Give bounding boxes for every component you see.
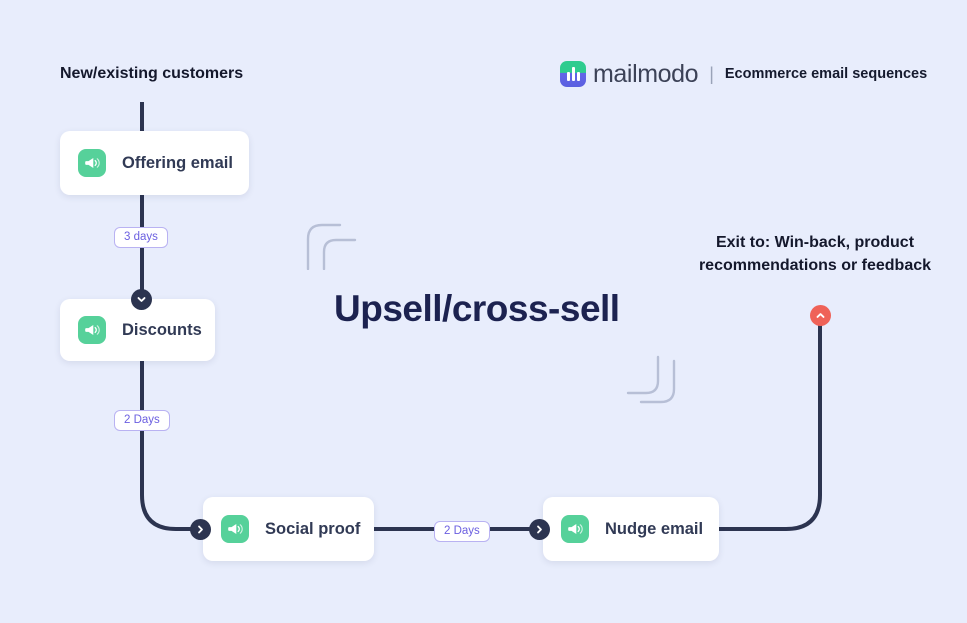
megaphone-icon <box>78 149 106 177</box>
megaphone-icon <box>221 515 249 543</box>
node-label: Nudge email <box>605 519 704 538</box>
decorative-arc-bottom-right <box>626 355 676 404</box>
chevron-right-icon[interactable] <box>529 519 550 540</box>
brand-tagline: Ecommerce email sequences <box>724 66 928 82</box>
node-label: Offering email <box>122 153 233 172</box>
wire-discounts-social <box>140 361 200 531</box>
megaphone-icon <box>78 316 106 344</box>
exit-label: Exit to: Win-back, product recommendatio… <box>698 234 932 274</box>
flow-title: Upsell/cross-sell <box>334 288 620 329</box>
node-nudge-email[interactable]: Nudge email <box>543 497 719 561</box>
node-social-proof[interactable]: Social proof <box>203 497 374 561</box>
megaphone-icon <box>561 515 589 543</box>
mailmodo-logo-icon <box>560 61 586 87</box>
delay-pill-2-days-social[interactable]: 2 Days <box>434 521 490 542</box>
node-label: Social proof <box>265 519 361 538</box>
brand-wordmark: mailmodo <box>593 59 699 88</box>
brand-separator: | <box>709 63 714 84</box>
brand-lockup: mailmodo | Ecommerce email sequences <box>560 60 927 88</box>
decorative-arc-top-left <box>306 223 357 270</box>
chevron-right-icon[interactable] <box>190 519 211 540</box>
delay-pill-2-days-discounts[interactable]: 2 Days <box>114 410 170 431</box>
node-label: Discounts <box>122 320 202 339</box>
chevron-up-icon[interactable] <box>810 305 831 326</box>
chevron-down-icon[interactable] <box>131 289 152 310</box>
delay-pill-3-days[interactable]: 3 days <box>114 227 168 248</box>
wire-nudge-exit <box>719 315 822 531</box>
node-offering-email[interactable]: Offering email <box>60 131 249 195</box>
entry-label: New/existing customers <box>60 65 244 82</box>
